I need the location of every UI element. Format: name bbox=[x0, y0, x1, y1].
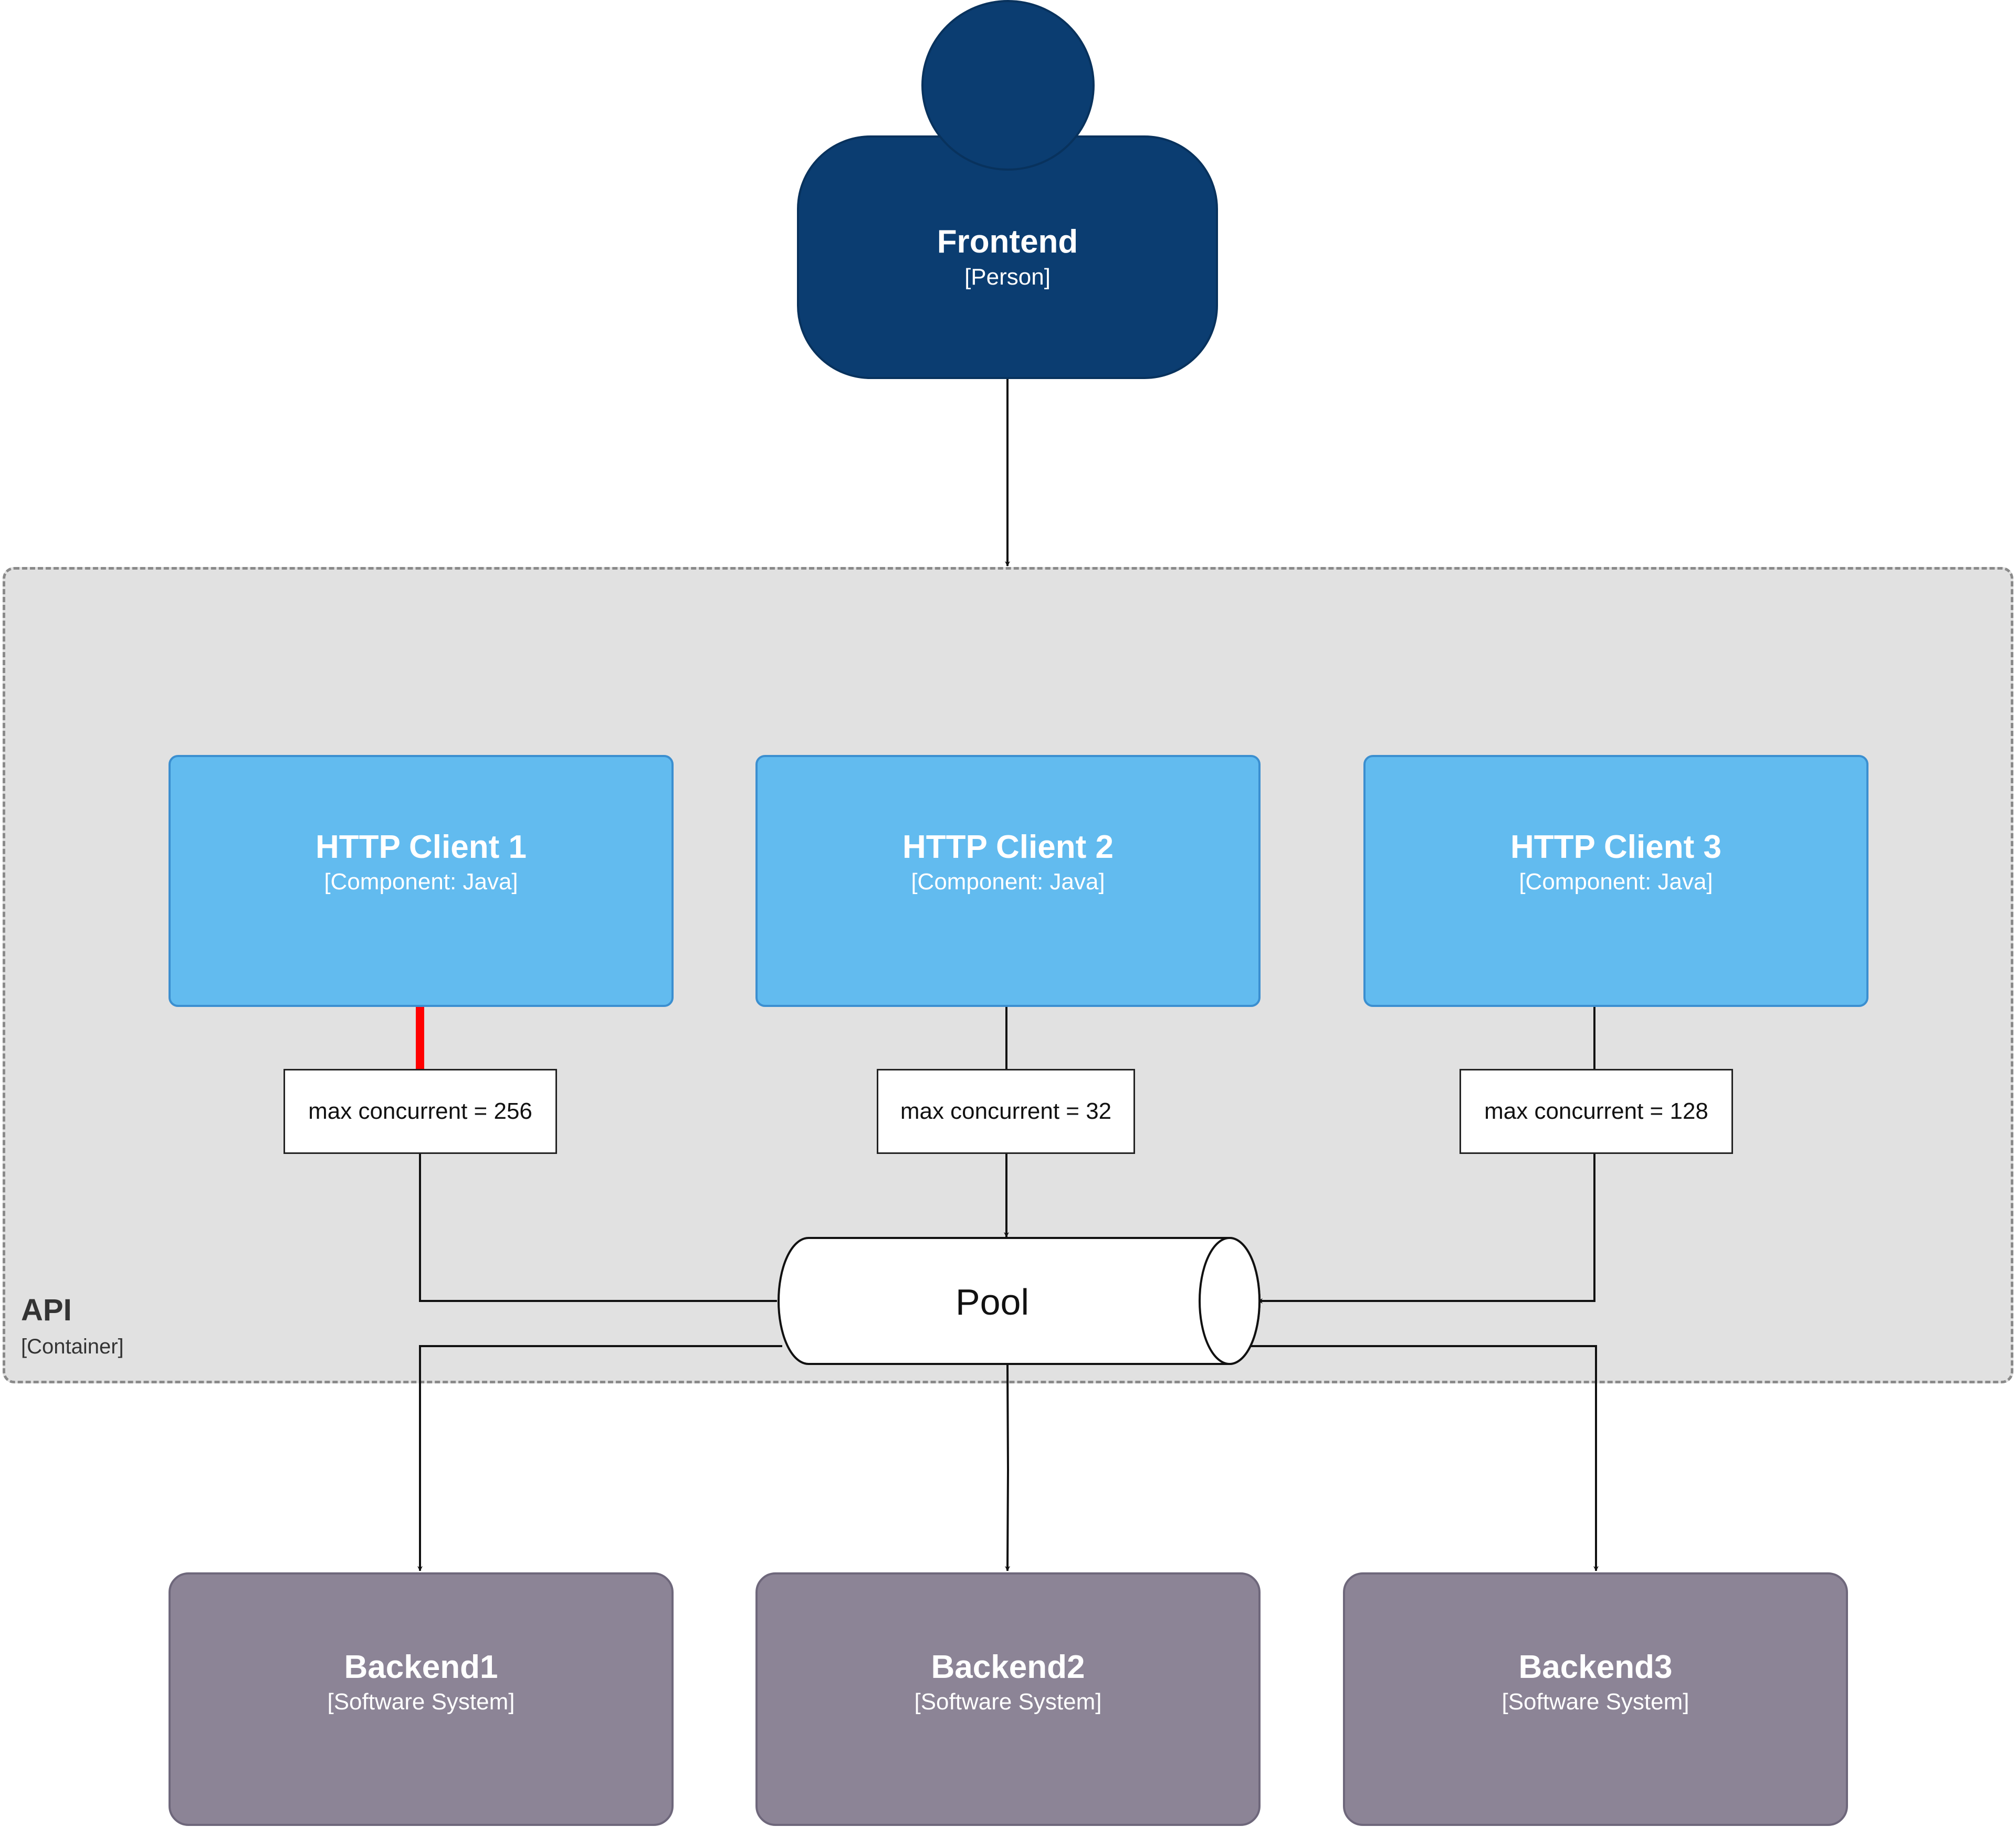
backend-name: Backend1 bbox=[344, 1649, 498, 1685]
person-type: [Person] bbox=[964, 264, 1051, 290]
backend-type: [Software System] bbox=[1502, 1689, 1689, 1715]
backend-type: [Software System] bbox=[327, 1689, 515, 1715]
container-type: [Container] bbox=[21, 1335, 124, 1358]
backend-name: Backend2 bbox=[931, 1649, 1085, 1685]
backend-name: Backend3 bbox=[1518, 1649, 1673, 1685]
edge-pool-to-backend1 bbox=[417, 1345, 782, 1571]
backend-2[interactable]: Backend2 [Software System] bbox=[755, 1572, 1261, 1826]
backend-1[interactable]: Backend1 [Software System] bbox=[169, 1572, 674, 1826]
component-http-client-3[interactable]: HTTP Client 3 [Component: Java] bbox=[1363, 755, 1868, 1007]
component-type: [Component: Java] bbox=[324, 869, 518, 895]
limit-label-client-2: max concurrent = 32 bbox=[877, 1069, 1135, 1154]
backend-type: [Software System] bbox=[914, 1689, 1102, 1715]
person-name: Frontend bbox=[937, 224, 1078, 260]
limit-label-client-1: max concurrent = 256 bbox=[284, 1069, 557, 1154]
pool-label: Pool bbox=[955, 1282, 1030, 1322]
component-http-client-1[interactable]: HTTP Client 1 [Component: Java] bbox=[169, 755, 674, 1007]
component-http-client-2[interactable]: HTTP Client 2 [Component: Java] bbox=[755, 755, 1261, 1007]
edge-limit3-to-pool bbox=[1257, 1154, 1595, 1304]
person-frontend[interactable]: Frontend [Person] bbox=[797, 135, 1218, 379]
component-name: HTTP Client 1 bbox=[316, 829, 527, 865]
pool-cylinder bbox=[778, 1237, 1261, 1365]
edge-limit1-to-pool bbox=[419, 1154, 777, 1302]
component-name: HTTP Client 3 bbox=[1510, 829, 1721, 865]
person-head-icon bbox=[921, 0, 1095, 171]
component-type: [Component: Java] bbox=[911, 869, 1105, 895]
component-name: HTTP Client 2 bbox=[902, 829, 1114, 865]
limit-label-client-3: max concurrent = 128 bbox=[1460, 1069, 1733, 1154]
backend-3[interactable]: Backend3 [Software System] bbox=[1343, 1572, 1848, 1826]
edge-pool-to-backend2 bbox=[1005, 1363, 1011, 1571]
edge-pool-to-backend3 bbox=[1251, 1345, 1599, 1571]
container-title: API bbox=[21, 1293, 72, 1327]
component-type: [Component: Java] bbox=[1519, 869, 1713, 895]
